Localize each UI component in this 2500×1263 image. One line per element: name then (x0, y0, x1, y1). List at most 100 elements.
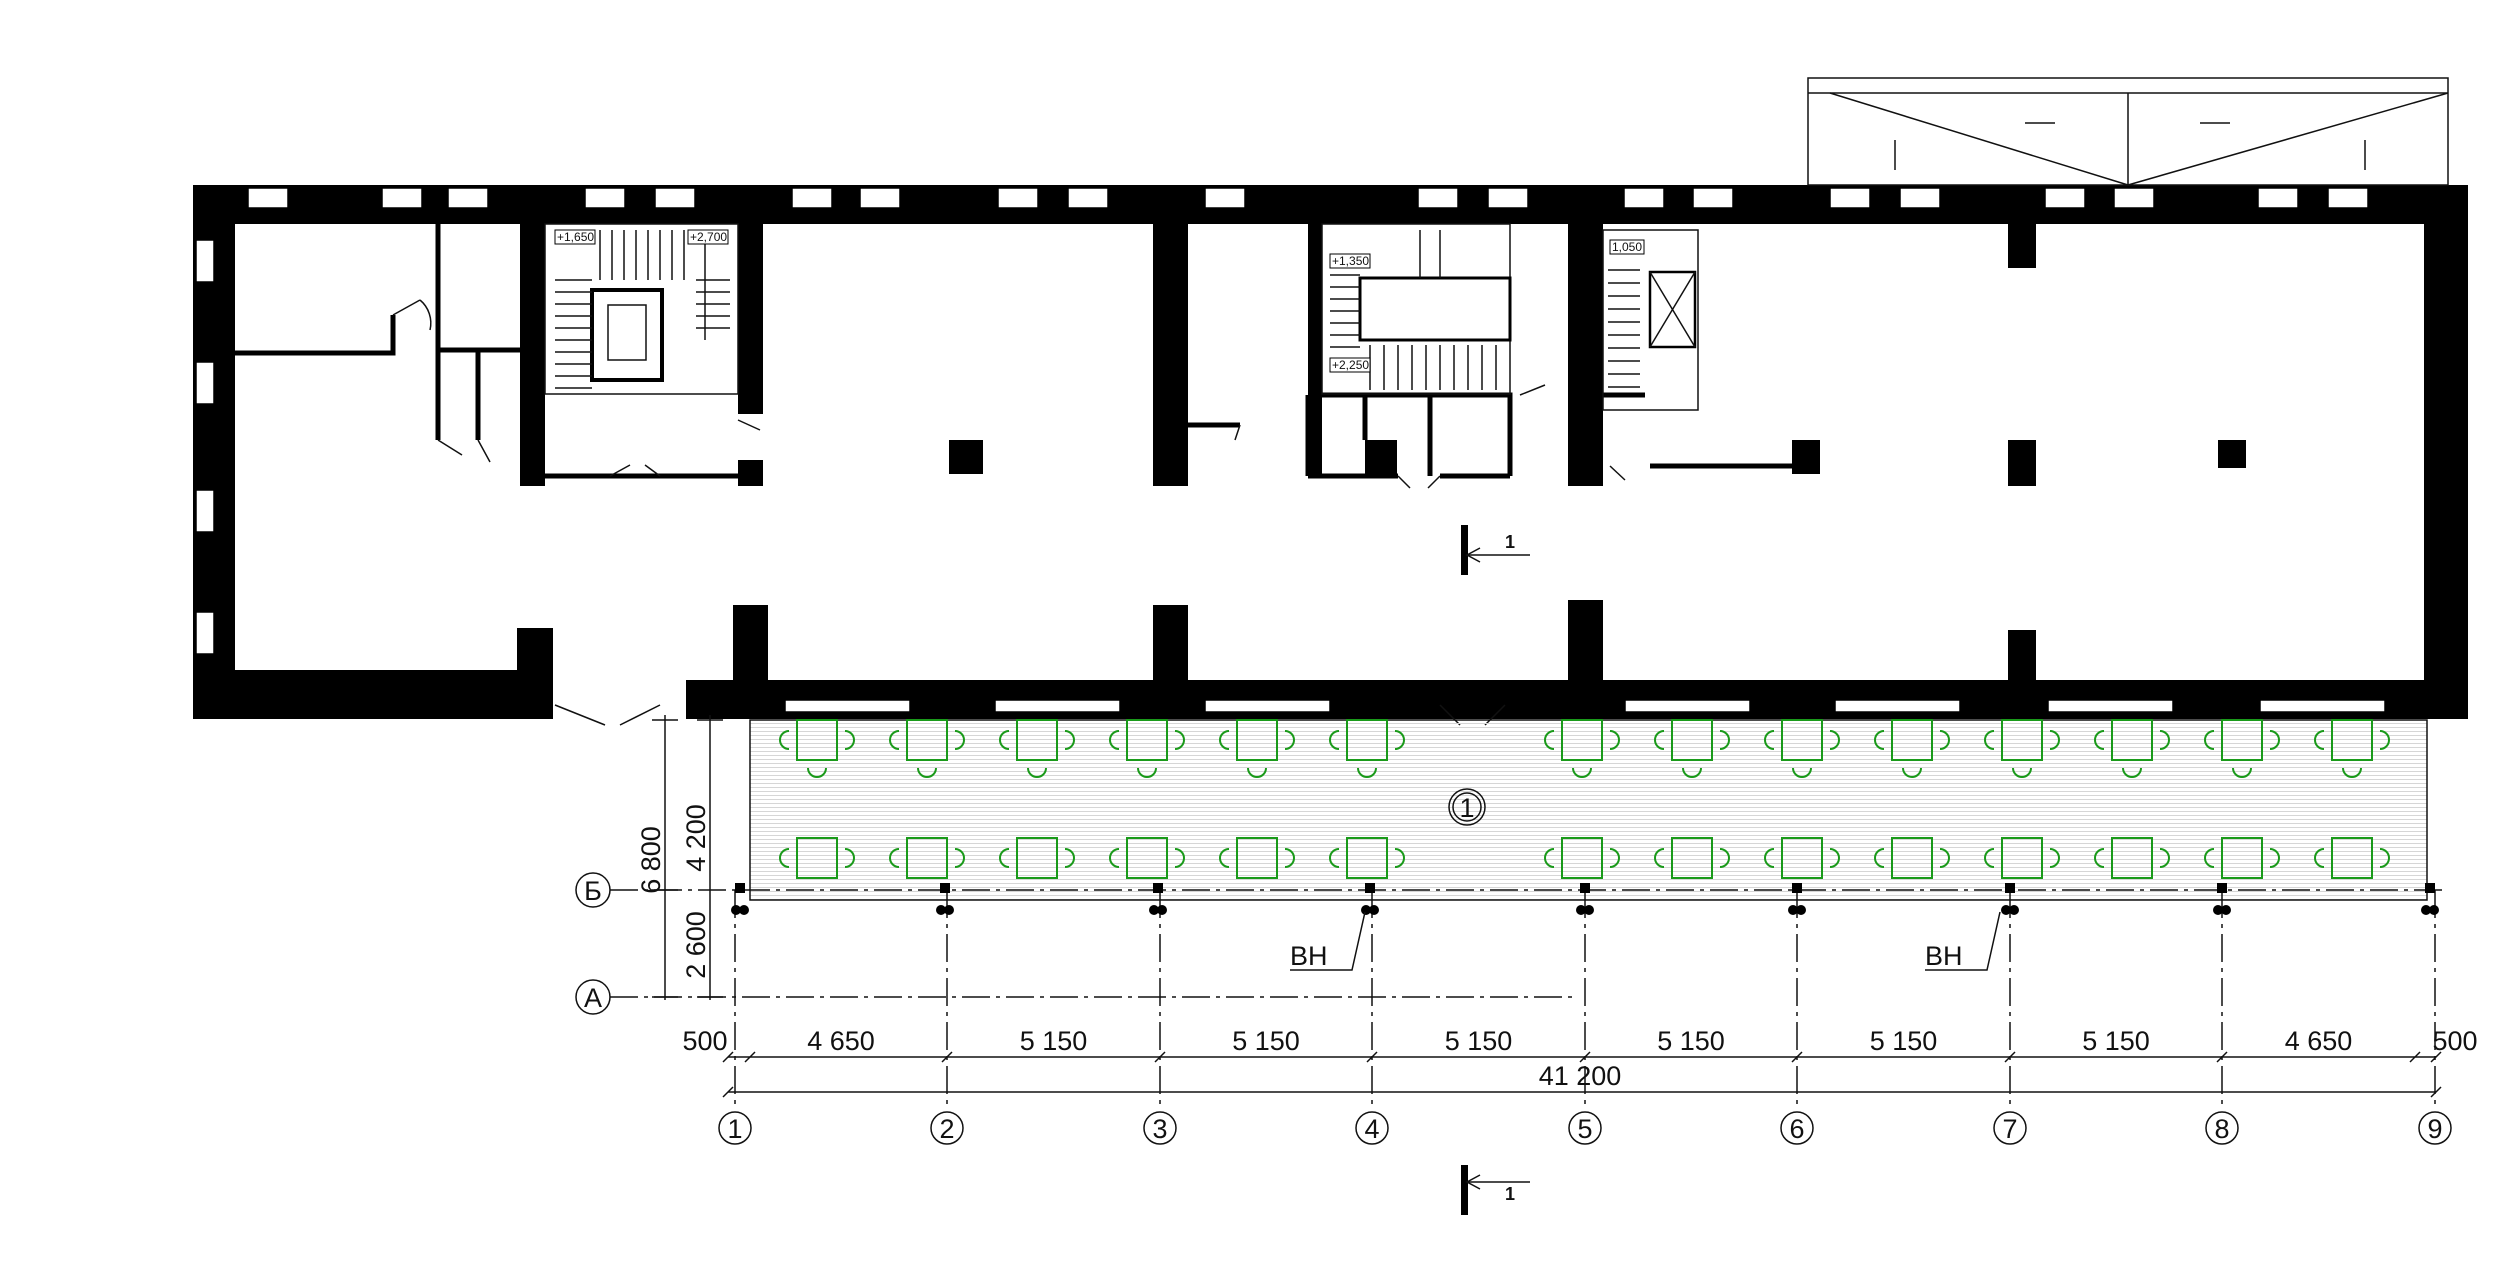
axis-marker-3: 3 (1143, 1111, 1177, 1145)
axis-circle (1993, 1111, 2027, 1145)
cafe-table (1654, 719, 1730, 778)
cafe-table (1329, 719, 1405, 778)
axis-marker-2: 2 (930, 1111, 964, 1145)
dim-segment-6: 5 150 (1657, 1026, 1725, 1056)
dim-segment-3: 5 150 (1020, 1026, 1088, 1056)
axis-circle (1355, 1111, 1389, 1145)
axis-number: 7 (2002, 1114, 2017, 1144)
cafe-table (999, 837, 1075, 879)
cafe-table (2314, 837, 2390, 879)
dimension-texts: 500 4 650 5 150 5 150 5 150 5 150 5 150 5 150 4 … (682, 1026, 2478, 1098)
level-mark-4: +2,250 (1332, 358, 1369, 372)
support-2 (936, 883, 954, 915)
cafe-table (1874, 719, 1950, 778)
section-label-bottom: 1 (1505, 1184, 1515, 1204)
axis-letter-a: А (584, 983, 602, 1013)
support-9 (2421, 883, 2439, 915)
cafe-table (1654, 837, 1730, 879)
dim-vertical-bottom: 2 600 (681, 911, 711, 979)
dim-segment-4: 5 150 (1232, 1026, 1300, 1056)
support-4 (1361, 883, 1379, 915)
front-windows (784, 699, 2386, 713)
axis-circle (1143, 1111, 1177, 1145)
terrace-tables (779, 719, 2390, 879)
section-cut-top: 1 (1461, 525, 1530, 575)
cafe-table (1874, 837, 1950, 879)
cafe-table (779, 719, 855, 778)
dim-segment-8: 5 150 (2082, 1026, 2150, 1056)
top-windows (247, 187, 2369, 209)
level-mark-3: +1,350 (1332, 254, 1369, 268)
doors (392, 299, 1626, 726)
cafe-table (1984, 837, 2060, 879)
dim-segment-9: 4 650 (2285, 1026, 2353, 1056)
level-mark-1: +1,650 (557, 230, 594, 244)
supports-row (731, 883, 2439, 915)
dim-vertical-top: 4 200 (681, 804, 711, 872)
support-5 (1576, 883, 1594, 915)
axis-number: 2 (939, 1114, 954, 1144)
section-cut-bottom: 1 (1461, 1165, 1530, 1215)
cafe-table (1219, 837, 1295, 879)
cafe-table (2094, 719, 2170, 778)
support-8 (2213, 883, 2231, 915)
cafe-table (889, 719, 965, 778)
cafe-table (999, 719, 1075, 778)
axis-lines (734, 890, 2436, 1110)
axis-number: 6 (1789, 1114, 1804, 1144)
interior-structure (517, 224, 2246, 680)
cafe-table (2314, 719, 2390, 778)
dim-segment-7: 5 150 (1870, 1026, 1938, 1056)
cafe-table (1984, 719, 2060, 778)
axis-number: 9 (2427, 1114, 2442, 1144)
dim-segment-5: 5 150 (1445, 1026, 1513, 1056)
cafe-table (1329, 837, 1405, 879)
axis-number: 8 (2214, 1114, 2229, 1144)
stair-left (544, 223, 739, 395)
axis-number: 1 (727, 1114, 742, 1144)
dimension-lines (728, 1056, 2436, 1093)
axis-marker-7: 7 (1993, 1111, 2027, 1145)
cafe-table (2204, 719, 2280, 778)
cafe-table (1219, 719, 1295, 778)
dim-segment-1: 500 (682, 1026, 727, 1056)
level-mark-2: +2,700 (690, 230, 727, 244)
support-label-right: ВН (1925, 941, 1963, 971)
stair-right (1602, 229, 1699, 411)
axis-marker-5: 5 (1568, 1111, 1602, 1145)
support-6 (1788, 883, 1806, 915)
axis-marker-4: 4 (1355, 1111, 1389, 1145)
cafe-table (1544, 837, 1620, 879)
axis-circle (1568, 1111, 1602, 1145)
left-windows (195, 239, 215, 655)
dim-segment-2: 4 650 (807, 1026, 875, 1056)
cafe-table (1764, 719, 1840, 778)
support-labels (1290, 911, 2001, 971)
axis-circle (2205, 1111, 2239, 1145)
axis-number: 3 (1152, 1114, 1167, 1144)
axis-marker-9: 9 (2418, 1111, 2452, 1145)
support-7 (2001, 883, 2019, 915)
support-1 (731, 883, 749, 915)
axis-marker-6: 6 (1780, 1111, 1814, 1145)
letter-axes (575, 715, 2445, 1015)
room-number: 1 (1459, 793, 1474, 823)
dim-vertical-total: 6 800 (636, 826, 666, 894)
axis-marker-8: 8 (2205, 1111, 2239, 1145)
room-marker: 1 (1448, 788, 1486, 826)
cafe-table (1109, 837, 1185, 879)
entrance-canopy (1807, 77, 2449, 186)
dim-segment-10: 500 (2432, 1026, 2477, 1056)
section-label-top: 1 (1505, 532, 1515, 552)
axis-number: 4 (1364, 1114, 1379, 1144)
exterior-walls (193, 185, 2468, 719)
dim-overall: 41 200 (1539, 1061, 1622, 1091)
cafe-table (2204, 837, 2280, 879)
support-3 (1149, 883, 1167, 915)
level-mark-5: 1,050 (1612, 240, 1642, 254)
support-label-left: ВН (1290, 941, 1328, 971)
partitions (235, 224, 1800, 479)
cafe-table (1109, 719, 1185, 778)
axis-number: 5 (1577, 1114, 1592, 1144)
